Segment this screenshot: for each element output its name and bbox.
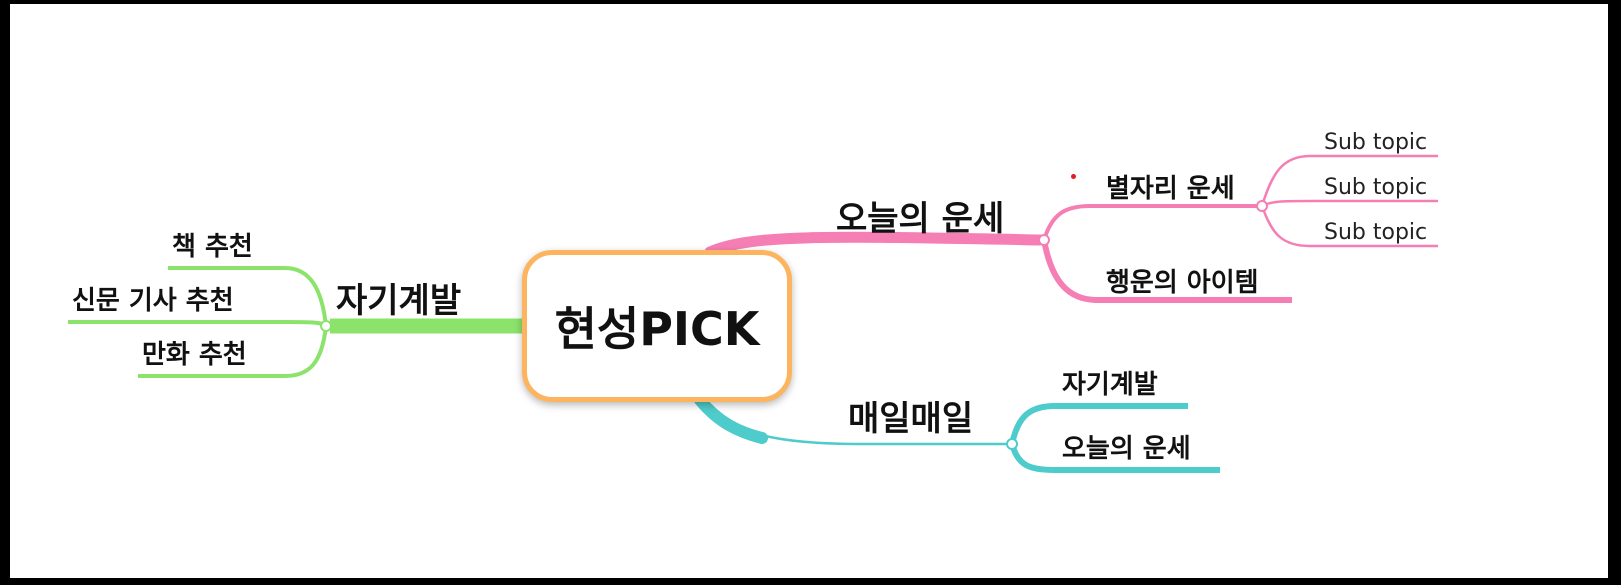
subtopic-2[interactable]: Sub topic: [1324, 175, 1428, 200]
topic-daily-self-dev[interactable]: 자기계발: [1062, 370, 1158, 400]
topic-self-development[interactable]: 자기계발: [336, 281, 462, 321]
mind-map-canvas: 현성PICK 오늘의 운세 별자리 운세 행운의 아이템 Sub topic S…: [10, 4, 1608, 578]
topic-today-fortune[interactable]: 오늘의 운세: [836, 199, 1005, 239]
connector-pink-main: [704, 231, 1046, 258]
node-dot-constellation: [1256, 200, 1268, 212]
connector-pink-sub-1: [1260, 154, 1438, 207]
connector-lines: [68, 154, 1438, 473]
topic-constellation-fortune[interactable]: 별자리 운세: [1106, 174, 1235, 204]
topic-book-recommend[interactable]: 책 추천: [172, 232, 253, 262]
connector-pink-sub-3: [1260, 205, 1438, 248]
subtopic-3[interactable]: Sub topic: [1324, 220, 1428, 245]
node-dot-daily: [1006, 438, 1018, 450]
node-dot-today-fortune: [1038, 234, 1050, 246]
connector-green-comic: [138, 325, 328, 378]
root-topic[interactable]: 현성PICK: [522, 250, 792, 402]
marker-dot: [1071, 174, 1076, 179]
connector-green-book: [168, 266, 328, 327]
connector-teal-self: [1009, 403, 1188, 445]
connector-pink-sub-2: [1261, 199, 1438, 208]
connector-pink-lucky-item: [1041, 239, 1292, 303]
connector-teal-taper: [694, 394, 768, 444]
topic-lucky-item[interactable]: 행운의 아이템: [1106, 268, 1259, 298]
node-dot-self-dev: [320, 320, 332, 332]
topic-daily-fortune[interactable]: 오늘의 운세: [1062, 434, 1191, 464]
topic-comic-recommend[interactable]: 만화 추천: [142, 340, 247, 370]
connector-teal-fortune: [1009, 443, 1220, 473]
topic-daily[interactable]: 매일매일: [848, 399, 974, 439]
root-topic-label: 현성PICK: [554, 302, 760, 356]
topic-news-recommend[interactable]: 신문 기사 추천: [72, 286, 234, 316]
connector-pink-constellation: [1042, 204, 1260, 241]
subtopic-1[interactable]: Sub topic: [1324, 130, 1428, 155]
connector-green-news: [68, 320, 328, 328]
